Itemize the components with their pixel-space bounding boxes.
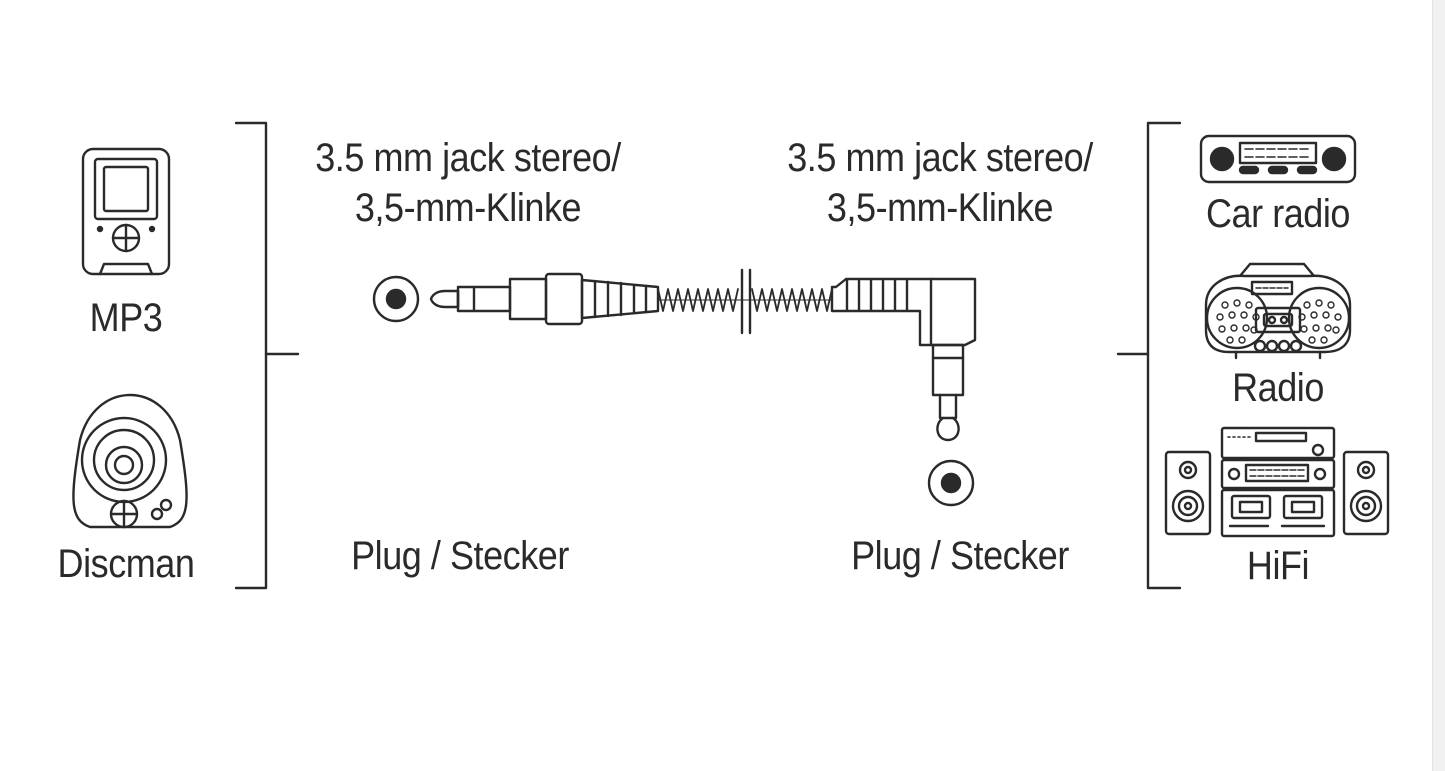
mp3-label: MP3 <box>89 296 163 340</box>
left-connector-title-line2: 3,5-mm-Klinke <box>354 186 582 230</box>
car-radio-icon <box>1199 134 1357 184</box>
cable-break <box>740 268 752 335</box>
hifi-system-icon <box>1164 426 1390 538</box>
car-radio-label: Car radio <box>1205 192 1350 236</box>
radio-label: Radio <box>1232 366 1324 410</box>
jack-plug-angled-icon <box>830 277 977 507</box>
jack-plug-straight-icon <box>372 272 660 326</box>
discman-icon <box>72 393 188 529</box>
right-connector-type: Plug / Stecker <box>851 534 1069 578</box>
discman-label: Discman <box>57 542 195 586</box>
left-bracket <box>234 121 300 590</box>
left-connector-title-line1: 3.5 mm jack stereo/ <box>315 136 621 180</box>
coiled-cable <box>657 288 833 312</box>
mp3-player-icon <box>81 147 171 276</box>
right-bracket <box>1116 121 1182 590</box>
scrollbar[interactable] <box>1432 0 1445 771</box>
right-connector-title-line1: 3.5 mm jack stereo/ <box>787 136 1093 180</box>
left-connector-type: Plug / Stecker <box>351 534 569 578</box>
right-connector-title-line2: 3,5-mm-Klinke <box>826 186 1054 230</box>
hifi-label: HiFi <box>1246 544 1310 588</box>
boombox-icon <box>1204 262 1352 360</box>
